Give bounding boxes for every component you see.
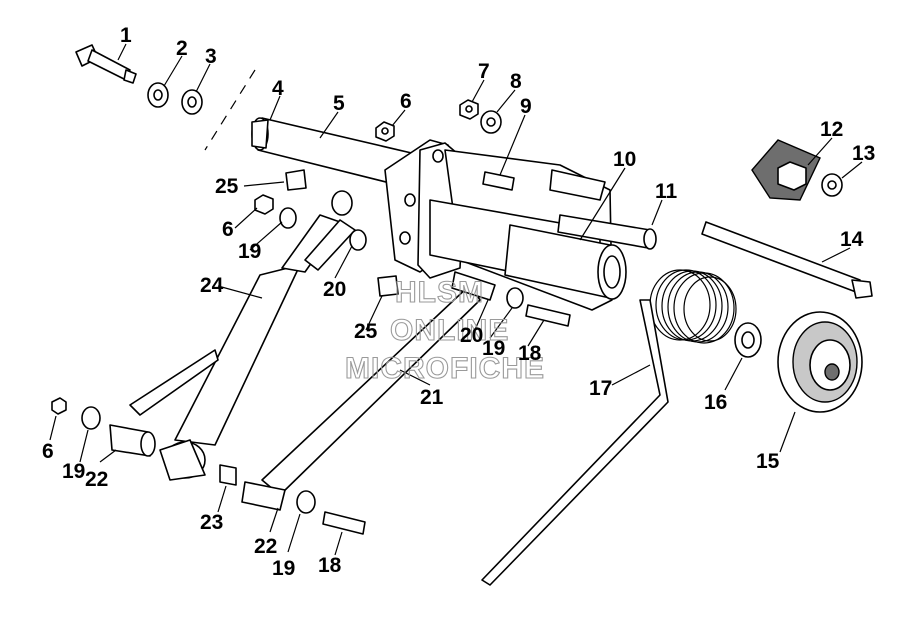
part-3-washer [181,89,203,115]
watermark-line-1: HLSM [395,276,484,309]
callout-19-low-left: 19 [62,460,85,483]
callout-18-right: 18 [518,342,542,365]
part-6-nut-low [51,397,67,415]
callout-18-low: 18 [318,554,342,577]
callout-22-low: 22 [254,535,277,558]
callout-9: 9 [520,95,532,118]
part-10-cross-tube [429,199,627,300]
part-9-bolt [482,171,515,191]
part-18-bolt-right [525,304,571,327]
callout-15: 15 [756,450,780,473]
part-11-pivot-tube [557,214,657,250]
callout-20-left: 20 [323,278,346,301]
part-12-block [751,139,821,201]
part-7-nut [459,99,479,120]
part-2-washer [147,82,169,108]
part-23-bushing [219,464,237,486]
callout-23: 23 [200,511,223,534]
part-19-washer-mid [279,207,297,229]
callout-2: 2 [176,37,188,60]
callout-11: 11 [655,180,678,203]
callout-3: 3 [205,45,217,68]
part-19-washer-low [296,490,316,514]
callout-24: 24 [200,274,224,297]
callout-16: 16 [704,391,727,414]
callout-4: 4 [272,77,284,100]
watermark-line-3: MICROFICHE [345,352,545,385]
callout-7: 7 [478,60,490,83]
callout-20-right: 20 [460,324,483,347]
callout-19-right: 19 [482,337,505,360]
part-16-washer [734,322,762,358]
part-25-bushing-mid [377,275,399,297]
callout-6-top: 6 [400,90,412,113]
part-8-washer [480,110,502,134]
callout-19-mid: 19 [238,240,261,263]
callout-6-mid: 6 [222,218,234,241]
callout-10: 10 [613,148,636,171]
callout-labels: 1 2 3 4 5 6 7 8 9 10 11 12 13 14 25 6 19… [42,24,875,580]
callout-17: 17 [589,377,612,400]
part-17-torsion-spring [481,269,737,586]
part-1-bolt [75,44,137,84]
axis-centerline [204,69,256,151]
part-13-washer [821,173,843,197]
part-24-shock [129,190,367,481]
part-6-nut-mid [254,194,274,215]
callout-21: 21 [420,386,444,409]
part-19-washer-low-left [81,406,101,430]
callout-1: 1 [120,24,132,47]
part-18-bolt-low [322,511,366,535]
part-6-nut-top [375,121,395,142]
callout-14: 14 [840,228,864,251]
part-19-washer-right [506,287,524,309]
callout-25-top: 25 [215,175,239,198]
watermark-line-2: ONLINE [390,314,509,347]
part-14-long-bolt [701,221,873,299]
callout-19-low: 19 [272,557,295,580]
callout-22-left: 22 [85,468,108,491]
part-5-shaft [251,117,421,191]
part-25-bushing-top [285,169,307,191]
callout-5: 5 [333,92,345,115]
callout-8: 8 [510,70,522,93]
leader-lines [49,43,863,556]
callout-12: 12 [820,118,843,141]
callout-6-low: 6 [42,440,54,463]
part-15-idler-wheel [777,311,863,413]
part-21-link-rod [241,271,496,511]
callout-25-mid: 25 [354,320,378,343]
watermark: HLSM ONLINE MICROFICHE [344,275,545,385]
part-22-bushing-left [109,424,156,457]
callout-13: 13 [852,142,875,165]
